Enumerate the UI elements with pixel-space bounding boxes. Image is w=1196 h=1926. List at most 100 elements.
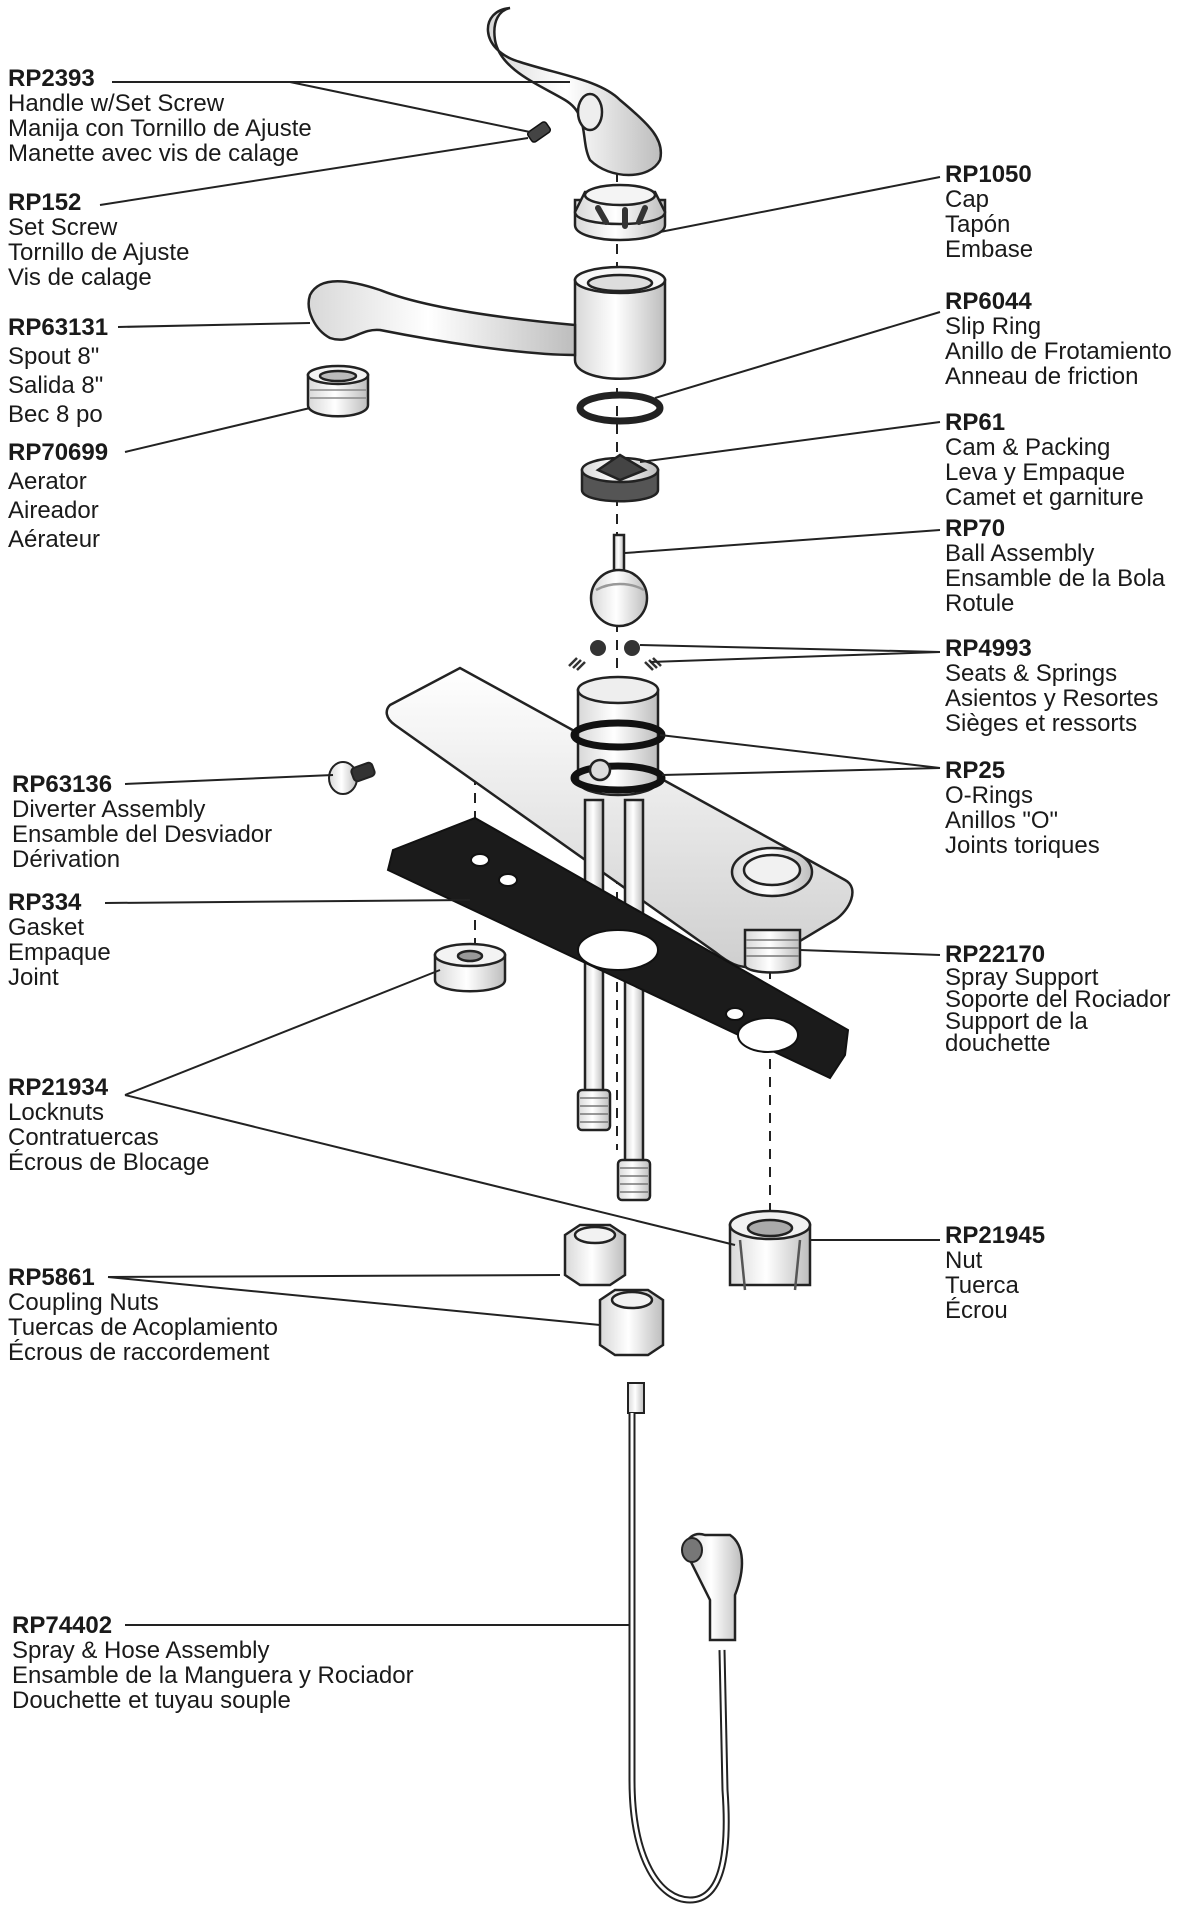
part-label-rp1050: RP1050 Cap Tapón Embase [945, 162, 1033, 262]
part-name-es: Soporte del Rociador [945, 986, 1171, 1013]
part-name-es: Aireador [8, 497, 99, 524]
part-name-es: Anillos "O" [945, 807, 1059, 834]
part-name-es: Leva y Empaque [945, 459, 1126, 486]
part-name-fr: Écrou [945, 1297, 1008, 1324]
part-name-es: Salida 8" [8, 372, 104, 399]
part-name-en: Seats & Springs [945, 660, 1118, 687]
part-label-rp152: RP152 Set Screw Tornillo de Ajuste Vis d… [8, 190, 189, 290]
slip-ring-part [576, 391, 664, 425]
spray-support-part [743, 928, 802, 974]
part-name-en: Spray Support [945, 964, 1099, 991]
part-name-fr: Dérivation [12, 846, 121, 873]
part-name-fr: Manette avec vis de calage [8, 140, 299, 167]
part-name-fr: Anneau de friction [945, 363, 1139, 390]
part-name-es: Manija con Tornillo de Ajuste [8, 115, 312, 142]
part-name-es: Tuercas de Acoplamiento [8, 1314, 278, 1341]
part-number: RP1050 [945, 161, 1032, 188]
part-label-rp4993: RP4993 Seats & Springs Asientos y Resort… [945, 636, 1158, 736]
part-name-en: Coupling Nuts [8, 1289, 159, 1316]
part-name-fr: Joint [8, 964, 59, 991]
part-name-en: Cam & Packing [945, 434, 1111, 461]
part-name-fr: Embase [945, 236, 1034, 263]
part-label-rp63131: RP63131 Spout 8" Salida 8" Bec 8 po [8, 313, 108, 429]
part-label-rp6044: RP6044 Slip Ring Anillo de Frotamiento A… [945, 289, 1172, 389]
part-name-en: Gasket [8, 914, 85, 941]
ball-assembly-part [589, 533, 649, 628]
part-name-fr: Écrous de Blocage [8, 1149, 210, 1176]
part-number: RP70699 [8, 439, 109, 466]
part-number: RP4993 [945, 635, 1032, 662]
part-number: RP21945 [945, 1222, 1046, 1249]
part-name-en: Diverter Assembly [12, 796, 206, 823]
aerator-part [306, 364, 370, 418]
handle-part [486, 6, 663, 177]
part-name-en: Handle w/Set Screw [8, 90, 225, 117]
part-name-fr: Joints toriques [945, 832, 1100, 859]
gasket-part [386, 816, 850, 1080]
part-name-fr-cont: douchette [945, 1030, 1051, 1057]
part-label-rp25: RP25 O-Rings Anillos "O" Joints toriques [945, 758, 1100, 858]
part-number: RP74402 [12, 1612, 113, 1639]
part-number: RP5861 [8, 1264, 95, 1291]
diverter-part [328, 761, 376, 795]
set-screw-part [526, 121, 552, 143]
part-name-es: Ensamble de la Bola [945, 565, 1166, 592]
part-name-es: Empaque [8, 939, 111, 966]
spray-hose-part [627, 1382, 744, 1904]
part-number: RP63136 [12, 771, 113, 798]
part-number: RP22170 [945, 941, 1046, 968]
part-name-en: Locknuts [8, 1099, 105, 1126]
part-label-rp21945: RP21945 Nut Tuerca Écrou [945, 1223, 1045, 1323]
part-name-es: Tuerca [945, 1272, 1019, 1299]
part-name-fr: Vis de calage [8, 264, 152, 291]
part-label-rp2393: RP2393 Handle w/Set Screw Manija con Tor… [8, 66, 312, 166]
seats-springs-part [568, 640, 662, 671]
part-label-rp334: RP334 Gasket Empaque Joint [8, 890, 111, 990]
base-plate-part [385, 666, 854, 969]
part-name-fr: Aérateur [8, 526, 101, 553]
cam-packing-part [580, 453, 660, 503]
coupling-nuts-part [563, 1223, 665, 1357]
part-name-en: Slip Ring [945, 313, 1042, 340]
part-label-rp70: RP70 Ball Assembly Ensamble de la Bola R… [945, 516, 1165, 616]
part-name-en: Aerator [8, 468, 87, 495]
part-label-rp22170: RP22170 Spray Support Soporte del Rociad… [945, 941, 1171, 1057]
part-name-en: Ball Assembly [945, 540, 1095, 567]
part-name-es: Tapón [945, 211, 1011, 238]
part-label-rp70699: RP70699 Aerator Aireador Aérateur [8, 438, 108, 554]
part-number: RP61 [945, 409, 1006, 436]
part-name-fr: Bec 8 po [8, 401, 103, 428]
part-name-fr: Écrous de raccordement [8, 1339, 270, 1366]
part-number: RP25 [945, 757, 1006, 784]
part-name-es: Asientos y Resortes [945, 685, 1159, 712]
part-number: RP21934 [8, 1074, 109, 1101]
spout-part [307, 265, 667, 380]
valve-body-part [570, 675, 666, 797]
part-name-fr: Rotule [945, 590, 1015, 617]
part-number: RP6044 [945, 288, 1032, 315]
cap-part [573, 183, 667, 242]
part-label-rp5861: RP5861 Coupling Nuts Tuercas de Acoplami… [8, 1265, 278, 1365]
part-label-rp63136: RP63136 Diverter Assembly Ensamble del D… [12, 772, 272, 872]
part-name-es: Ensamble del Desviador [12, 821, 273, 848]
part-label-rp21934: RP21934 Locknuts Contratuercas Écrous de… [8, 1075, 209, 1175]
part-name-en: O-Rings [945, 782, 1034, 809]
locknut-part [433, 942, 507, 993]
part-label-rp61: RP61 Cam & Packing Leva y Empaque Camet … [945, 410, 1144, 510]
part-name-es: Contratuercas [8, 1124, 159, 1151]
part-name-es: Anillo de Frotamiento [945, 338, 1172, 365]
part-name-en: Nut [945, 1247, 983, 1274]
part-name-fr: Sièges et ressorts [945, 710, 1138, 737]
part-name-en: Cap [945, 186, 990, 213]
part-name-en: Spout 8" [8, 343, 100, 370]
spray-nut-part [728, 1209, 812, 1291]
part-number: RP334 [8, 889, 82, 916]
part-name-fr: Douchette et tuyau souple [12, 1687, 291, 1714]
part-number: RP2393 [8, 65, 95, 92]
part-name-en: Spray & Hose Assembly [12, 1637, 270, 1664]
part-name-fr: Camet et garniture [945, 484, 1144, 511]
part-name-es: Ensamble de la Manguera y Rociador [12, 1662, 414, 1689]
part-number: RP63131 [8, 314, 109, 341]
part-number: RP152 [8, 189, 82, 216]
